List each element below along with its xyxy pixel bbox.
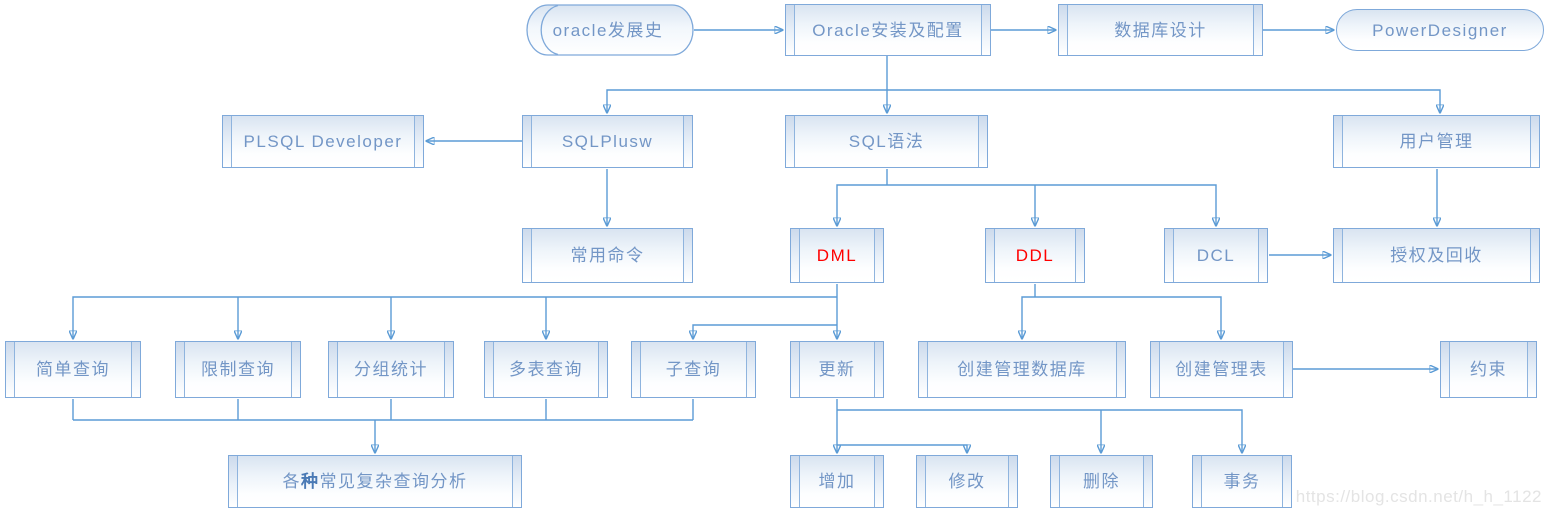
node-label: 授权及回收 xyxy=(1390,246,1483,265)
node-label: DML xyxy=(816,246,858,265)
node-label: SQL语法 xyxy=(848,132,925,151)
node-dml: DML xyxy=(790,228,884,283)
node-label: DDL xyxy=(1015,246,1055,265)
edge-install-usermgmt xyxy=(887,89,1440,113)
node-label: 数据库设计 xyxy=(1114,20,1207,40)
node-label: 事务 xyxy=(1223,472,1261,491)
node-constraint: 约束 xyxy=(1440,341,1537,398)
node-label: 各种常见复杂查询分析 xyxy=(283,473,468,490)
node-grant-revoke: 授权及回收 xyxy=(1333,228,1540,283)
cylinder-shape xyxy=(526,4,694,56)
node-complex-query: 各种常见复杂查询分析 xyxy=(228,455,522,508)
node-insert: 增加 xyxy=(790,455,884,508)
node-label: 创建管理数据库 xyxy=(957,360,1087,379)
node-label: PowerDesigner xyxy=(1372,20,1508,40)
edge-sqlsyntax-dml xyxy=(837,184,887,226)
edge-ddl-createdb xyxy=(1022,296,1035,339)
edge-update-transaction xyxy=(837,409,1242,453)
node-transaction: 事务 xyxy=(1192,455,1292,508)
node-powerdesigner: PowerDesigner xyxy=(1336,9,1544,51)
node-label: DCL xyxy=(1196,246,1236,265)
node-simple-query: 简单查询 xyxy=(5,341,141,398)
label-prefix: 各 xyxy=(282,472,301,491)
node-label: 限制查询 xyxy=(201,360,275,379)
edge-dml-simplequery xyxy=(73,296,837,339)
node-limit-query: 限制查询 xyxy=(175,341,301,398)
node-create-db: 创建管理数据库 xyxy=(918,341,1126,398)
node-subquery: 子查询 xyxy=(631,341,756,398)
node-label: oracle发展史 xyxy=(552,20,664,40)
watermark-text: https://blog.csdn.net/h_h_1122 xyxy=(1295,487,1542,506)
node-oracle-install: Oracle安装及配置 xyxy=(785,4,991,56)
node-label: 分组统计 xyxy=(354,360,428,379)
node-modify: 修改 xyxy=(916,455,1018,508)
node-label: 约束 xyxy=(1470,360,1507,379)
node-oracle-history: oracle发展史 xyxy=(522,4,694,56)
node-label: SQLPlusw xyxy=(561,132,654,151)
node-multi-table: 多表查询 xyxy=(484,341,608,398)
node-sql-syntax: SQL语法 xyxy=(785,115,988,168)
node-label: Oracle安装及配置 xyxy=(812,20,964,40)
edge-sqlsyntax-dcl xyxy=(887,184,1216,226)
node-label: 用户管理 xyxy=(1399,132,1474,151)
edge-queries-merge-rails xyxy=(72,399,694,421)
node-sqlplusw: SQLPlusw xyxy=(522,115,693,168)
edge-install-sqlplusw xyxy=(607,89,887,113)
node-label: 删除 xyxy=(1083,472,1120,491)
label-bold: 种 xyxy=(301,472,320,491)
node-delete: 删除 xyxy=(1050,455,1153,508)
node-common-cmds: 常用命令 xyxy=(522,228,693,283)
node-label: 子查询 xyxy=(665,360,722,379)
node-label: 多表查询 xyxy=(509,360,583,379)
node-group-stats: 分组统计 xyxy=(328,341,454,398)
node-user-mgmt: 用户管理 xyxy=(1333,115,1540,168)
node-label: PLSQL Developer xyxy=(243,132,403,151)
node-label: 常用命令 xyxy=(570,246,645,265)
node-create-table: 创建管理表 xyxy=(1150,341,1293,398)
node-label: 修改 xyxy=(948,472,986,491)
edge-ddl-createtable xyxy=(1035,296,1221,339)
edge-dml-subquery xyxy=(693,324,837,339)
node-label: 更新 xyxy=(818,360,856,379)
node-ddl: DDL xyxy=(985,228,1085,283)
node-label: 创建管理表 xyxy=(1175,360,1268,379)
edge-update-modify xyxy=(837,444,967,453)
node-db-design: 数据库设计 xyxy=(1058,4,1263,56)
node-label: 增加 xyxy=(818,472,856,491)
label-suffix: 常见复杂查询分析 xyxy=(319,472,468,491)
node-update: 更新 xyxy=(790,341,884,398)
node-plsql-developer: PLSQL Developer xyxy=(222,115,424,168)
node-label: 简单查询 xyxy=(36,360,110,379)
node-dcl: DCL xyxy=(1164,228,1268,283)
